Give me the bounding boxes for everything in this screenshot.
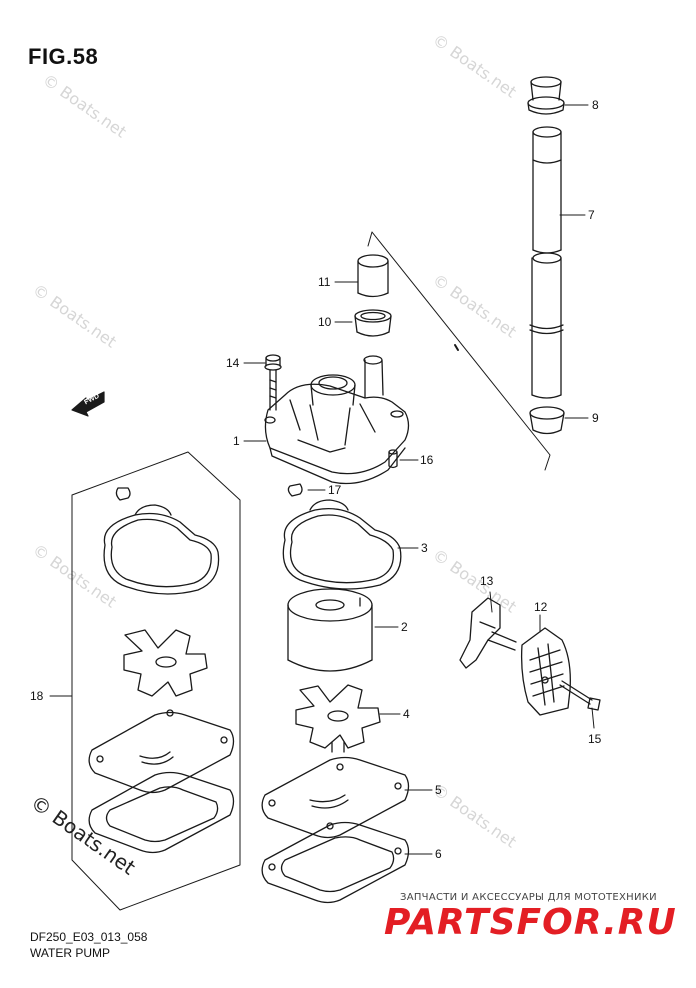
callout-10: 10 [318,315,332,329]
figure-code: DF250_E03_013_058 [30,930,148,944]
part-1-pump-case [264,355,410,485]
part-17-key [287,483,303,497]
part-10-bushing [354,309,392,337]
callout-11: 11 [318,275,331,289]
part-18-kit-box [71,451,241,911]
part-6-gasket [261,821,410,904]
callout-1: 1 [233,434,240,448]
callout-18: 18 [30,689,44,703]
callout-12: 12 [534,600,548,614]
figure-title: FIG.58 [28,44,99,69]
callout-14: 14 [226,356,240,370]
part-16-pin [388,449,398,469]
part-4-impeller [295,684,381,753]
part-2-liner [287,588,373,672]
callout-3: 3 [421,541,428,555]
part-9-grommet [529,406,565,435]
part-7-water-tube [529,126,564,399]
callout-8: 8 [592,98,599,112]
callout-13: 13 [480,574,494,588]
callout-17: 17 [328,483,342,497]
brand-subtitle: ЗАПЧАСТИ И АКСЕССУАРЫ ДЛЯ МОТОТЕХНИКИ [400,892,657,903]
part-8-sleeve [527,76,565,115]
callout-5: 5 [435,783,442,797]
forward-arrow-icon [71,391,105,417]
part-12-plate [520,627,571,716]
part-14-bolt [264,354,282,411]
part-15-screw [559,680,601,711]
leader-lines [49,104,595,855]
part-11-cylinder [357,254,389,298]
part-13-bracket [459,597,517,669]
figure-name: WATER PUMP [30,946,110,960]
part-5-plate [261,756,410,839]
callout-6: 6 [435,847,442,861]
callout-9: 9 [592,411,599,425]
brand-logo[interactable]: PARTSFOR.RU [384,902,677,943]
callout-16: 16 [420,453,434,467]
callout-4: 4 [403,707,410,721]
callout-15: 15 [588,732,602,746]
callout-2: 2 [401,620,408,634]
assembly-line [367,231,551,471]
callout-7: 7 [588,208,595,222]
part-3-seal-ring [282,499,402,590]
